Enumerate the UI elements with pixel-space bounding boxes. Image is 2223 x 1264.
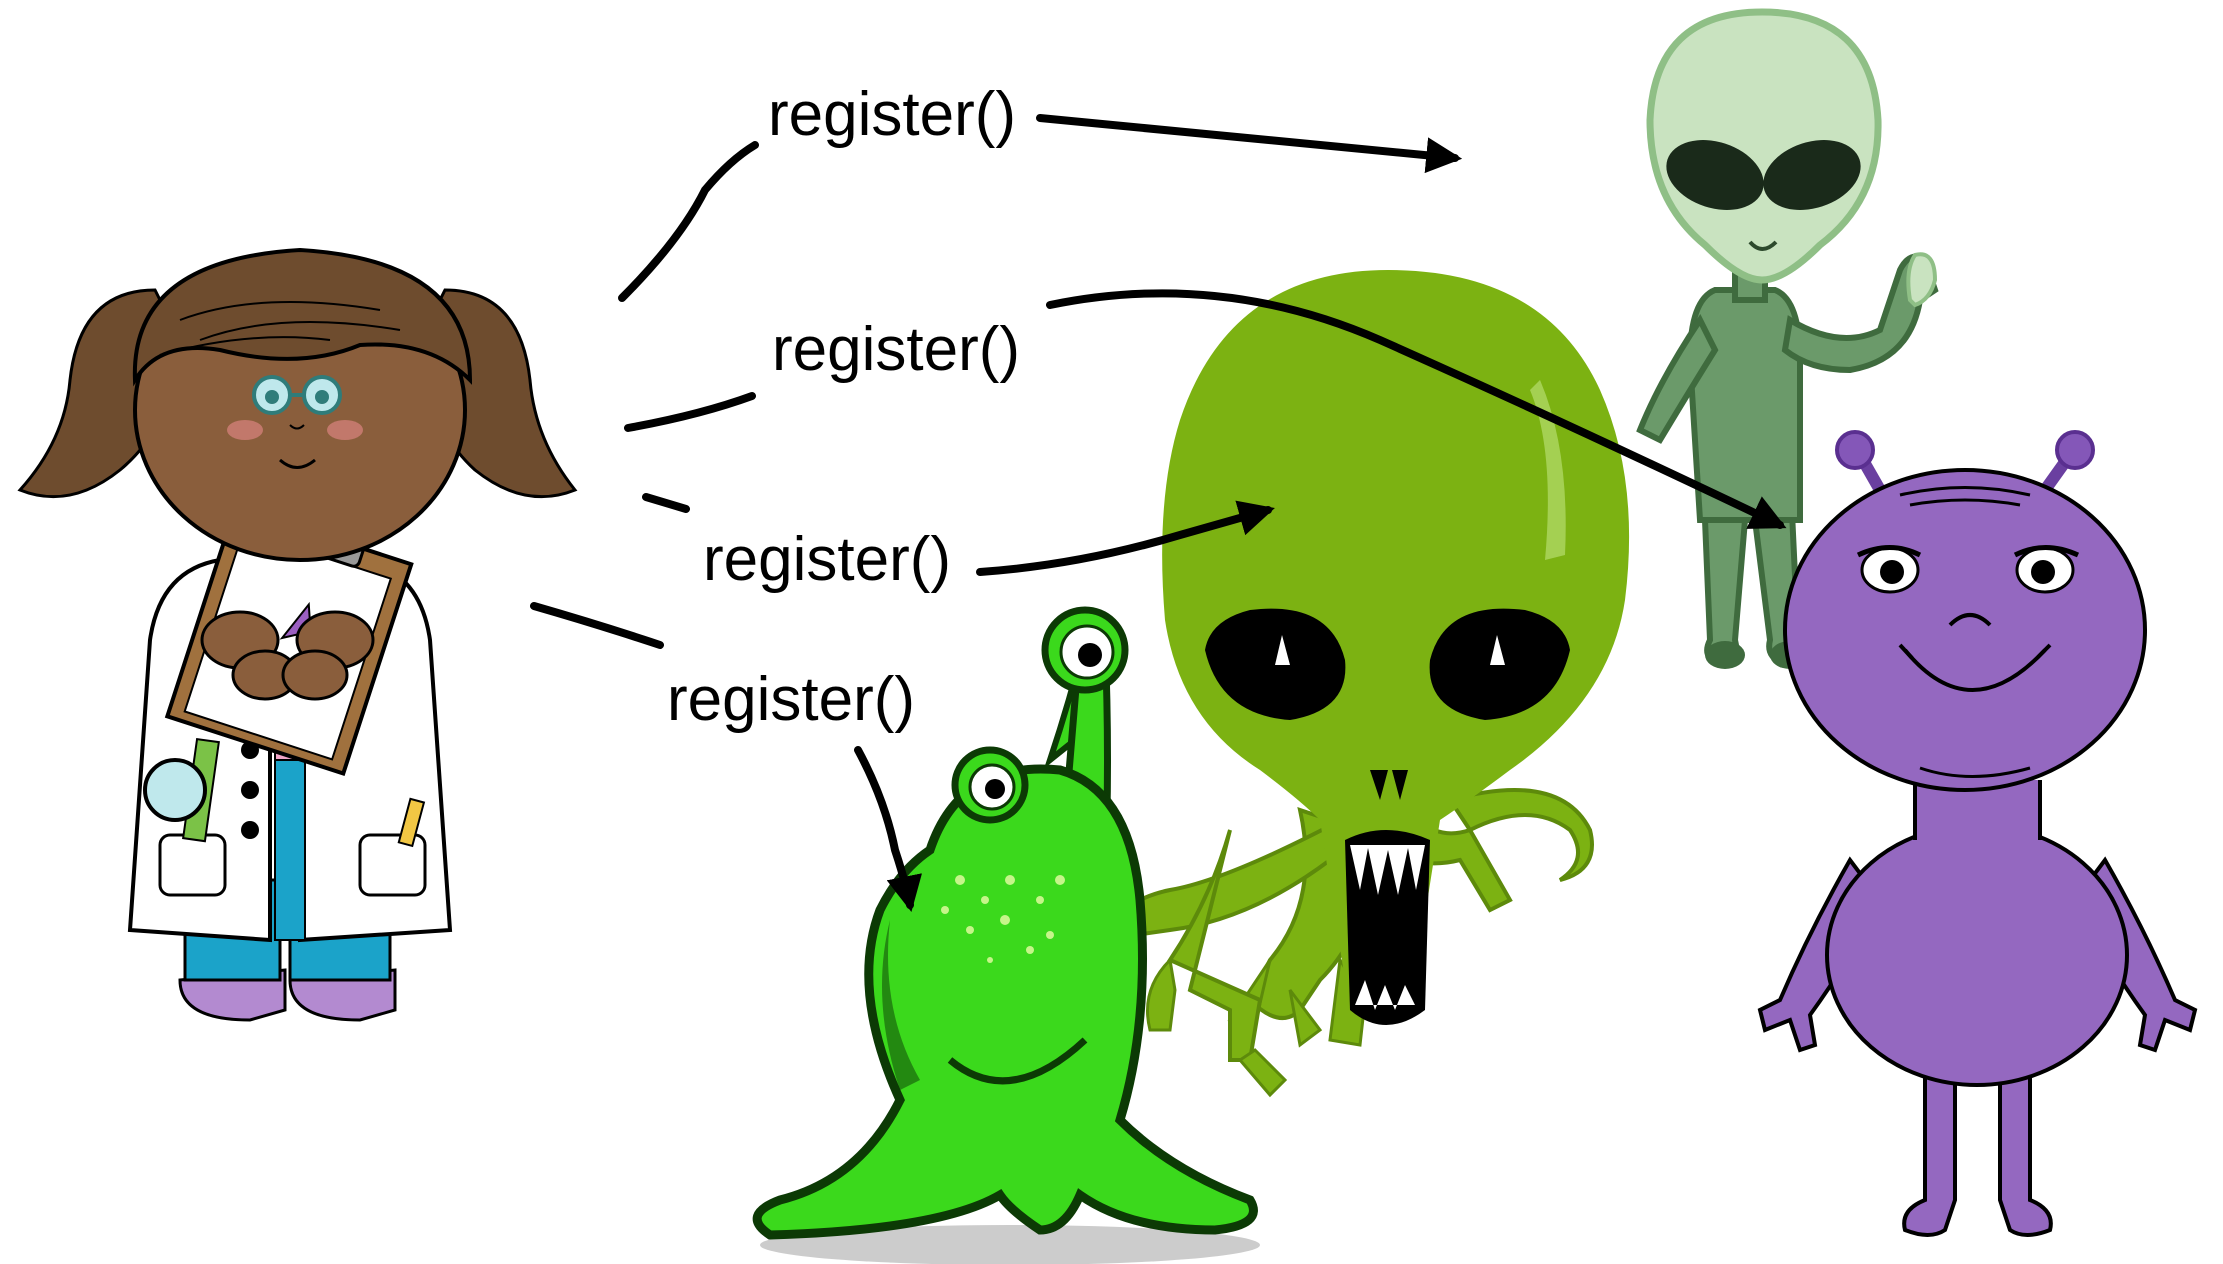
purple-alien-icon <box>1760 432 2195 1235</box>
register-label-4: register() <box>667 665 915 734</box>
register-label-2: register() <box>772 315 1020 384</box>
arrow-4 <box>534 606 910 905</box>
big-green-alien-icon <box>1100 270 1629 1095</box>
register-label-1: register() <box>768 80 1016 149</box>
register-label-3: register() <box>703 525 951 594</box>
arrow-1 <box>622 118 1455 298</box>
scientist-girl-icon <box>20 250 575 1020</box>
